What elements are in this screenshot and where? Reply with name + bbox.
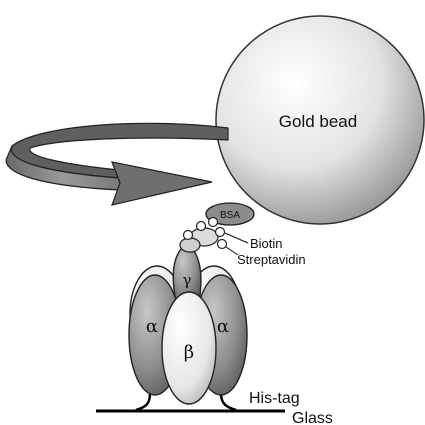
streptavidin-label: Streptavidin — [237, 252, 306, 267]
glass-label: Glass — [292, 410, 333, 425]
his-tag-label: His-tag — [249, 390, 300, 407]
rotation-arrow — [6, 123, 228, 205]
biotin-label: Biotin — [250, 236, 283, 251]
biotin-pointer — [225, 233, 248, 243]
bsa-label: BSA — [220, 210, 240, 221]
alpha-symbol-left: α — [146, 316, 158, 337]
gamma-symbol: γ — [183, 271, 192, 289]
alpha-symbol-right: α — [217, 316, 229, 337]
gold-bead-label: Gold bead — [279, 112, 357, 131]
linker-molecule — [180, 238, 200, 252]
beta-symbol: β — [184, 342, 194, 363]
